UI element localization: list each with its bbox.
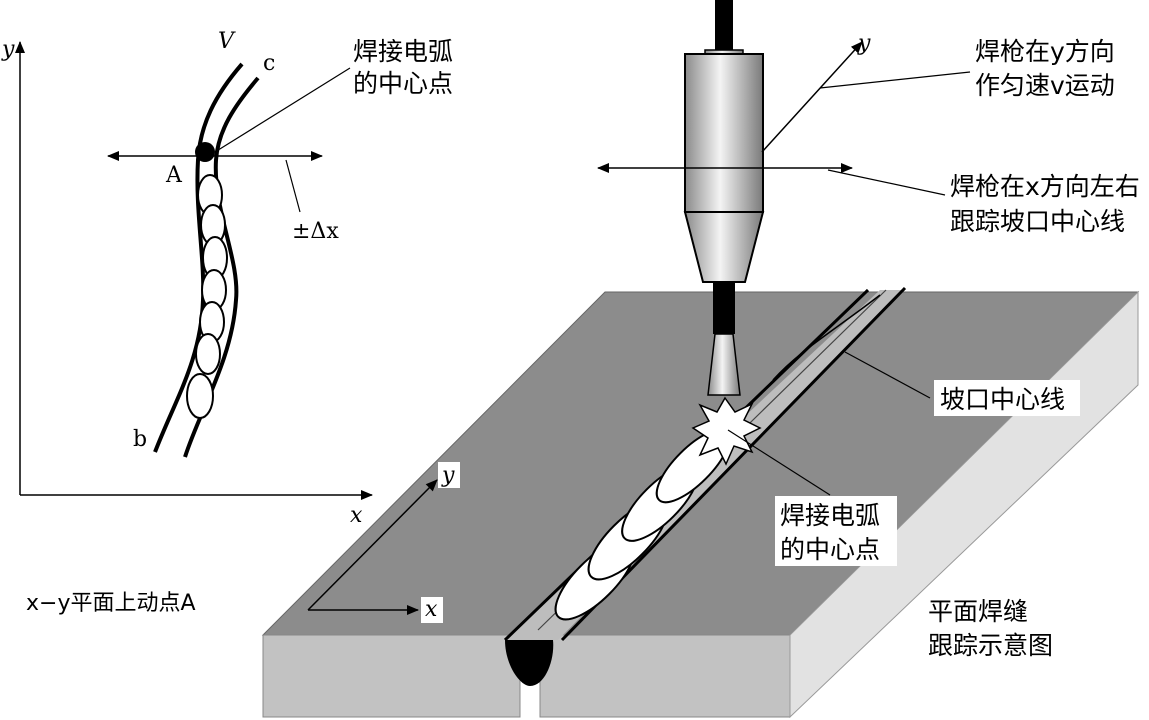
groove-center-label: 坡口中心线 [940,385,1065,414]
torch-tip [707,333,741,396]
weld-bead-ripples [186,174,228,419]
torch-y-note-leader [819,71,971,89]
arc-center-leader-left [214,67,351,153]
plate-y-axis-label: y [441,463,455,488]
curve-label-v: V [218,29,236,54]
arc-center-label-right-line2: 的中心点 [780,535,880,564]
torch-wire [713,282,735,334]
right-caption-line1: 平面焊缝 [928,597,1028,626]
arc-center-label-line2: 的中心点 [353,69,453,98]
weld-edge-left [153,62,244,453]
torch-body [684,53,764,213]
torch-x-note-line1: 焊枪在x方向左右 [950,172,1140,201]
weld-crater [505,640,554,686]
plate-x-axis-label: x [425,597,438,622]
plate-y-label-bg [438,462,460,488]
moving-point-a [195,142,215,162]
groove-root-curve [772,294,881,381]
right-caption-line2: 跟踪示意图 [928,631,1053,660]
arc-center-leader-right [727,429,831,496]
y-axis-label: y [1,37,15,62]
plate-front-left [262,634,521,718]
torch-cable [715,0,733,52]
arc-center-label-right-line1: 焊接电弧 [780,501,880,530]
torch-y-note-line2: 作匀速v运动 [975,71,1115,100]
plate-y-axis [307,479,438,611]
torch-x-note-leader [827,169,946,196]
torch-y-axis-label: y [857,31,871,56]
point-a-label: A [165,163,183,188]
arc-spark [691,396,762,466]
groove-center-label-bg [934,380,1080,416]
delta-x-label: ±Δx [292,219,339,244]
x-axis-label: x [350,503,363,528]
delta-x-leader [285,159,301,213]
plate-front-right [539,634,791,718]
arc-center-label-line1: 焊接电弧 [353,37,453,66]
right-view: y 焊枪在y方向 作匀速v运动 焊枪在x方向左右 跟踪坡口中心线 坡口中心线 焊… [261,0,1140,719]
torch-y-note-line1: 焊枪在y方向 [975,37,1115,66]
torch-x-note-line2: 跟踪坡口中心线 [950,207,1125,236]
groove-center-leader [844,351,931,399]
arc-center-label-bg [775,496,897,566]
left-plot: y x V c b A ±Δx 焊接电弧 的中心点 x−y平面上动点A [1,29,453,616]
plate-x-label-bg [421,597,443,623]
left-caption: x−y平面上动点A [26,591,196,616]
torch-y-arrow [761,41,863,153]
curve-label-b: b [133,427,147,452]
torch-nozzle [683,211,765,283]
curve-label-c: c [263,51,275,76]
